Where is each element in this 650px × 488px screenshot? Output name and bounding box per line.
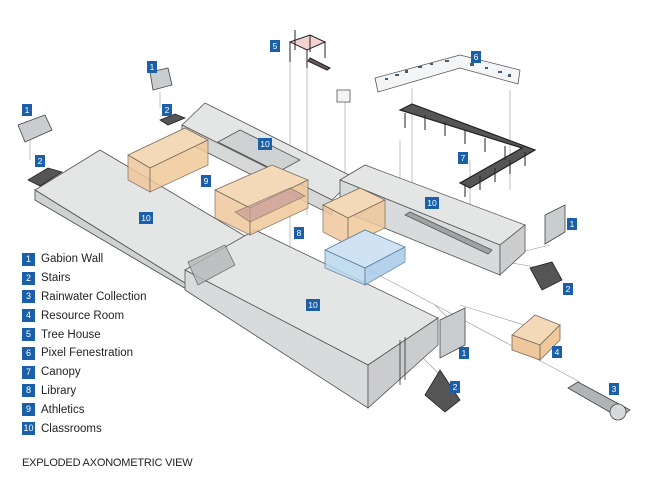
rainwater-collection [567, 381, 631, 421]
legend-label: Resource Room [41, 309, 125, 322]
svg-text:1: 1 [150, 62, 155, 72]
svg-text:10: 10 [141, 213, 151, 223]
tag-10-left: 10 [139, 212, 153, 224]
legend-item-canopy: 7 Canopy [22, 363, 146, 382]
legend-number: 4 [22, 309, 35, 323]
legend-item-gabion-wall: 1 Gabion Wall [22, 250, 146, 269]
svg-text:9: 9 [204, 176, 209, 186]
svg-text:3: 3 [612, 384, 617, 394]
legend-label: Canopy [41, 366, 81, 379]
athletics-volume [127, 127, 209, 193]
svg-text:2: 2 [453, 382, 458, 392]
svg-text:4: 4 [555, 347, 560, 357]
tag-5: 5 [270, 40, 280, 52]
svg-text:5: 5 [273, 41, 278, 51]
svg-text:10: 10 [308, 300, 318, 310]
tag-2-top-left: 2 [35, 155, 45, 167]
tag-3: 3 [609, 383, 619, 395]
legend-number: 7 [22, 365, 35, 379]
legend-number: 5 [22, 328, 35, 342]
legend-item-classrooms: 10 Classrooms [22, 419, 146, 438]
pixel-fenestration [336, 54, 521, 103]
tag-2-mid: 2 [162, 104, 172, 116]
resource-room [511, 314, 561, 361]
tag-10-back: 10 [258, 138, 272, 150]
svg-text:10: 10 [427, 198, 437, 208]
diagram-caption: EXPLODED AXONOMETRIC VIEW [22, 457, 193, 469]
library-volume [214, 164, 309, 236]
blue-volume [324, 229, 406, 286]
legend-number: 1 [22, 252, 35, 266]
legend-item-resource-room: 4 Resource Room [22, 306, 146, 325]
legend-number: 8 [22, 384, 35, 398]
legend-label: Tree House [41, 328, 101, 341]
svg-text:10: 10 [260, 139, 270, 149]
legend-label: Stairs [41, 272, 71, 285]
legend-item-athletics: 9 Athletics [22, 400, 146, 419]
svg-text:2: 2 [38, 156, 43, 166]
legend-item-stairs: 2 Stairs [22, 269, 146, 288]
legend-label: Library [41, 384, 77, 397]
legend-item-tree-house: 5 Tree House [22, 325, 146, 344]
tag-10-right: 10 [425, 197, 439, 209]
legend-label: Classrooms [41, 422, 102, 435]
legend-number: 2 [22, 271, 35, 285]
legend-item-pixel-fenestration: 6 Pixel Fenestration [22, 344, 146, 363]
svg-text:1: 1 [25, 105, 30, 115]
svg-text:2: 2 [165, 105, 170, 115]
tag-1-mid: 1 [147, 61, 157, 73]
tag-1-top-left: 1 [22, 104, 32, 116]
svg-text:7: 7 [461, 153, 466, 163]
number-tags: 1 2 1 2 5 6 7 10 9 10 10 8 1 2 10 4 1 2 … [22, 40, 619, 395]
legend: 1 Gabion Wall 2 Stairs 3 Rainwater Collecti… [22, 250, 146, 438]
gabion-walls [17, 67, 566, 359]
legend-label: Pixel Fenestration [41, 347, 134, 360]
svg-text:6: 6 [474, 52, 479, 62]
tag-1-bottom: 1 [459, 347, 469, 359]
classrooms-wing-front [184, 229, 439, 409]
legend-item-library: 8 Library [22, 382, 146, 401]
tag-4: 4 [552, 346, 562, 358]
tag-8: 8 [294, 227, 304, 239]
tree-house [288, 30, 331, 71]
legend-item-rainwater-collection: 3 Rainwater Collection [22, 288, 146, 307]
svg-text:2: 2 [566, 284, 571, 294]
legend-number: 10 [22, 422, 35, 436]
svg-text:1: 1 [570, 219, 575, 229]
svg-text:1: 1 [462, 348, 467, 358]
legend-number: 3 [22, 290, 35, 304]
tag-2-right: 2 [563, 283, 573, 295]
tag-7: 7 [458, 152, 468, 164]
legend-label: Rainwater Collection [41, 290, 147, 303]
legend-number: 9 [22, 403, 35, 417]
tag-6: 6 [471, 51, 481, 63]
tag-2-bottom: 2 [450, 381, 460, 393]
tag-9: 9 [201, 175, 211, 187]
tag-1-right: 1 [567, 218, 577, 230]
tag-10-front: 10 [306, 299, 320, 311]
canopy [398, 103, 537, 197]
legend-number: 6 [22, 346, 35, 360]
legend-label: Gabion Wall [41, 253, 104, 266]
legend-label: Athletics [41, 403, 85, 416]
stairs [27, 113, 563, 413]
svg-text:8: 8 [297, 228, 302, 238]
